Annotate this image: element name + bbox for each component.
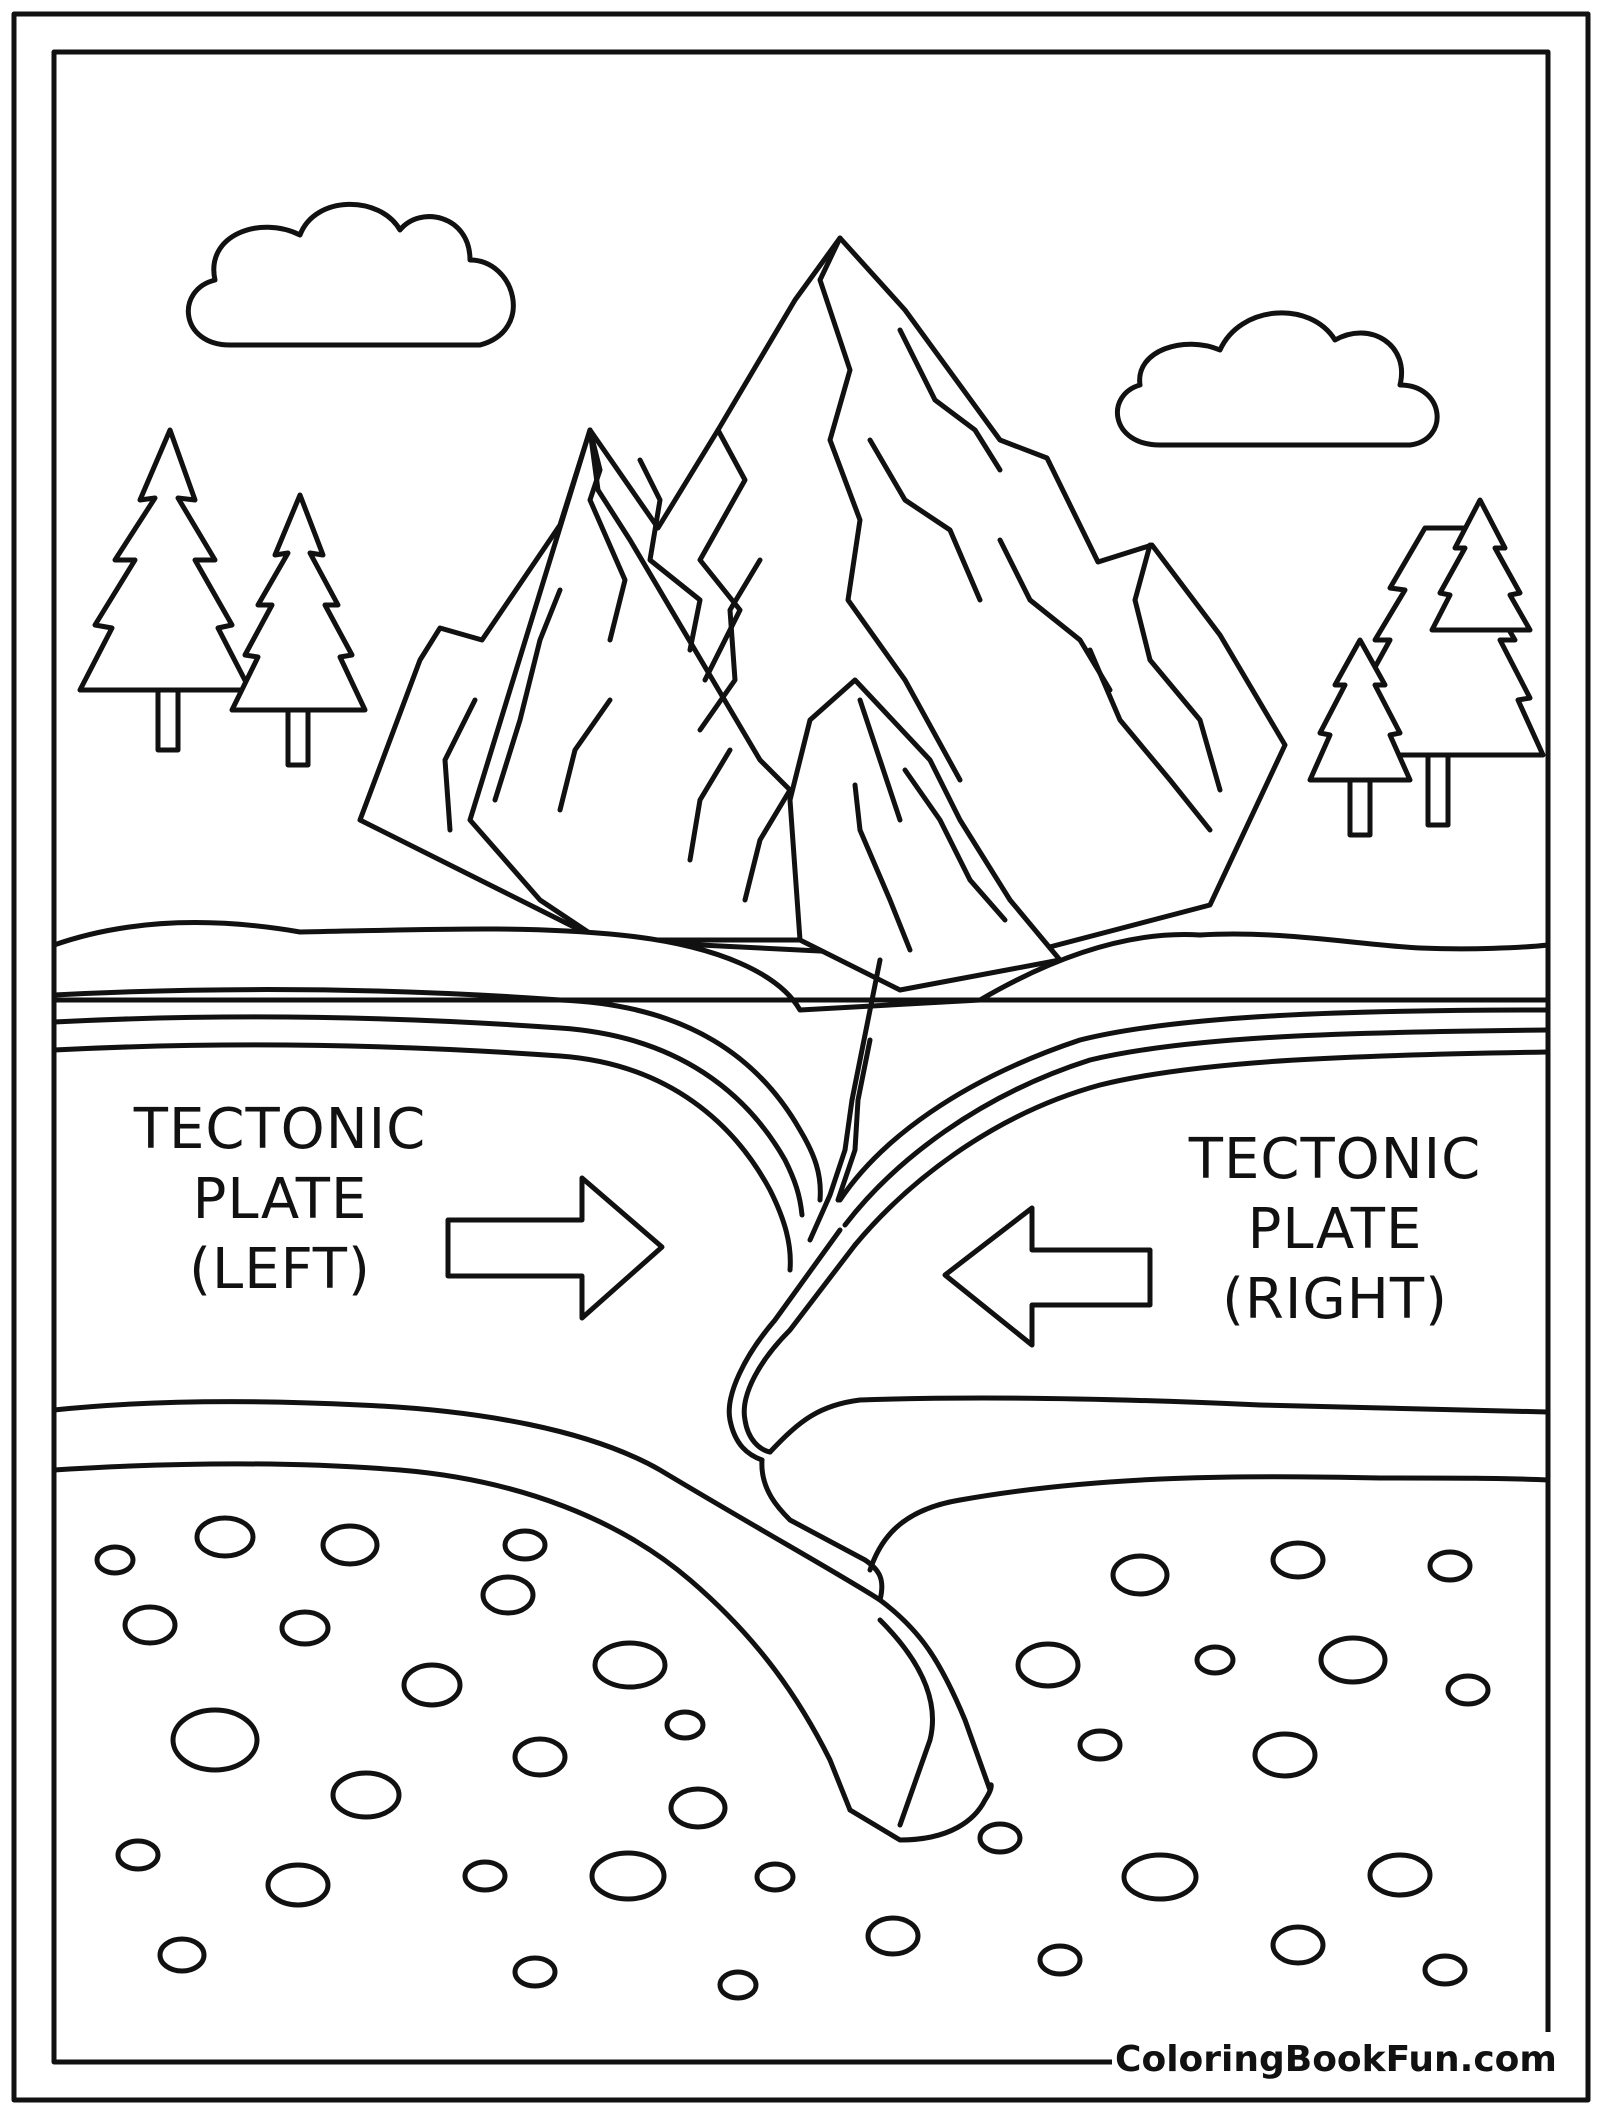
mountain-range xyxy=(357,235,1288,993)
left-plate-label-line-3: (LEFT) xyxy=(189,1237,371,1302)
right-plate-label-line-2: PLATE xyxy=(1247,1197,1423,1262)
arrow-right-icon xyxy=(445,1175,665,1321)
inner-frame xyxy=(51,49,1551,2065)
left-plate-label-line-1: TECTONIC xyxy=(133,1097,427,1162)
right-plate-label-line-1: TECTONIC xyxy=(1188,1127,1482,1192)
left-plate-crust xyxy=(51,987,823,1203)
cloud-left-icon xyxy=(185,201,516,348)
right-plate-slab xyxy=(741,1242,858,1455)
outer-frame xyxy=(11,11,1591,2103)
watermark: ColoringBookFun.com xyxy=(1112,2032,1560,2088)
magma-bubbles xyxy=(94,1515,1491,2001)
right-plate-crust xyxy=(837,1007,1551,1203)
ground-surface xyxy=(51,920,1551,1013)
right-plate-label-line-3: (RIGHT) xyxy=(1222,1267,1448,1332)
trees-left xyxy=(77,427,368,768)
arrow-left-icon xyxy=(942,1205,1153,1348)
right-plate-label: TECTONIC PLATE (RIGHT) xyxy=(1170,1125,1500,1335)
trees-right xyxy=(1307,497,1546,838)
left-plate-lower xyxy=(51,1399,993,1793)
left-plate-label: TECTONIC PLATE (LEFT) xyxy=(120,1095,440,1305)
left-plate-label-line-2: PLATE xyxy=(192,1167,368,1232)
cloud-right-icon xyxy=(1114,310,1440,448)
